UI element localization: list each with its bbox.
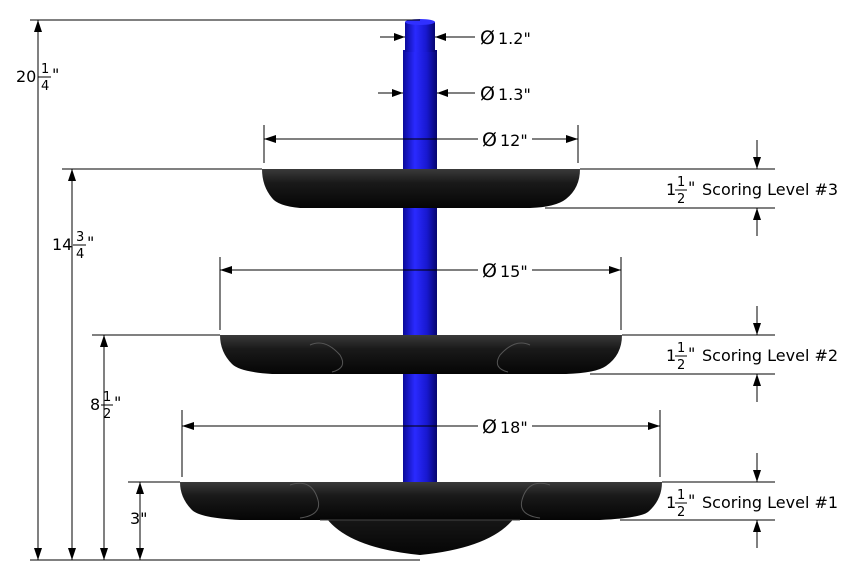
dish-level-3: [262, 169, 580, 208]
tip-diameter-label: 1.2": [498, 29, 531, 48]
level3-height-whole: 14: [52, 235, 72, 254]
pole-tip: [405, 22, 435, 52]
dim-scoring-level-2: [590, 306, 775, 402]
scoring-2-unit: ": [688, 344, 695, 363]
pole-diameter-symbol: Ø: [480, 83, 495, 105]
scoring-2-num: 1: [677, 341, 685, 356]
dim-level3-height: [62, 168, 262, 560]
scoring-1-den: 2: [677, 505, 685, 520]
dish-level-2: [220, 335, 622, 374]
scoring-3-den: 2: [677, 192, 685, 207]
top-dish-diameter-label: 12": [500, 131, 528, 150]
pole-segment-lower: [403, 374, 437, 482]
scoring-1-unit: ": [688, 491, 695, 510]
scoring-3-unit: ": [688, 178, 695, 197]
scoring-1-whole: 1: [666, 493, 676, 512]
scoring-level-1-label: 1 1 2 " Scoring Level #1: [666, 488, 838, 520]
level2-height-whole: 8: [90, 395, 100, 414]
level2-height-den: 2: [103, 407, 111, 422]
dim-level1-height: [128, 481, 180, 560]
dim-scoring-level-1: [620, 453, 775, 548]
overall-height-unit: ": [52, 65, 59, 84]
level1-height-label: 3": [130, 509, 148, 528]
bottom-dish-diameter-symbol: Ø: [482, 416, 497, 438]
top-dish-diameter-symbol: Ø: [482, 129, 497, 151]
level3-height-den: 4: [76, 247, 84, 262]
scoring-1-num: 1: [677, 488, 685, 503]
tip-diameter-symbol: Ø: [480, 27, 495, 49]
dim-tip-diameter: [380, 33, 475, 41]
scoring-2-whole: 1: [666, 346, 676, 365]
scoring-level-2-label: 1 1 2 " Scoring Level #2: [666, 341, 838, 373]
bottom-dish-diameter-label: 18": [500, 418, 528, 437]
pole-segment-upper: [403, 208, 437, 335]
dim-level2-height: [92, 334, 220, 560]
dim-top-dish-diameter: [263, 125, 579, 163]
level3-height-unit: ": [87, 233, 94, 252]
scoring-level-3-label: 1 1 2 " Scoring Level #3: [666, 175, 838, 207]
overall-height-num: 1: [41, 62, 49, 77]
dish-level-1: [180, 482, 662, 555]
level2-height-num: 1: [103, 390, 111, 405]
scoring-2-den: 2: [677, 358, 685, 373]
middle-dish-diameter-label: 15": [500, 262, 528, 281]
middle-dish-diameter-symbol: Ø: [482, 260, 497, 282]
overall-height-whole: 20: [16, 67, 36, 86]
scoring-3-num: 1: [677, 175, 685, 190]
dim-pole-diameter: [378, 89, 475, 97]
scoring-3-whole: 1: [666, 180, 676, 199]
dim-scoring-level-3: [545, 140, 775, 236]
scoring-2-text: Scoring Level #2: [702, 346, 838, 365]
pole-diameter-label: 1.3": [498, 85, 531, 104]
level2-height-unit: ": [114, 393, 121, 412]
scoring-1-text: Scoring Level #1: [702, 493, 838, 512]
dim-middle-dish-diameter: [219, 257, 622, 330]
dim-overall-height: [30, 19, 420, 561]
level3-height-num: 3: [76, 230, 84, 245]
dim-bottom-dish-diameter: [181, 410, 661, 477]
overall-height-den: 4: [41, 79, 49, 94]
scoring-3-text: Scoring Level #3: [702, 180, 838, 199]
